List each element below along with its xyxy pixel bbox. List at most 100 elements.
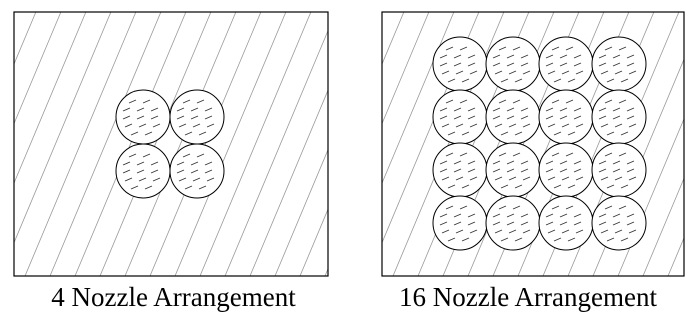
hatch-line <box>274 148 328 276</box>
nozzle-dash <box>453 62 462 67</box>
nozzle-dash <box>614 123 623 128</box>
nozzle-dash <box>461 78 470 83</box>
nozzle-dash <box>138 123 147 128</box>
hatched-circle-icon <box>485 36 541 92</box>
nozzle-dash <box>178 177 187 182</box>
nozzle-dash <box>604 205 613 210</box>
nozzle-dash <box>176 161 185 166</box>
nozzle-dash <box>612 107 621 112</box>
nozzle-dash <box>612 62 621 67</box>
hatch-line <box>382 12 430 125</box>
nozzle-dash <box>204 107 213 112</box>
nozzle-dash <box>567 184 576 189</box>
hatched-circle-icon <box>538 89 594 145</box>
nozzle-dash <box>196 99 205 104</box>
nozzle-dash <box>628 123 637 128</box>
nozzle-dash <box>130 185 139 190</box>
nozzle-circle <box>538 89 594 145</box>
nozzle-circle <box>485 89 541 145</box>
nozzle-circle <box>485 195 541 251</box>
nozzle-dash <box>500 131 509 136</box>
hatch-line <box>324 267 328 276</box>
nozzle-dash <box>124 177 133 182</box>
nozzle-dash <box>128 153 137 158</box>
nozzle-dash <box>441 229 450 234</box>
nozzle-dash <box>545 168 554 173</box>
nozzle-dash <box>575 229 584 234</box>
nozzle-dash <box>506 221 515 226</box>
nozzle-dash <box>142 99 151 104</box>
nozzle-dash <box>606 184 615 189</box>
nozzle-dash <box>445 99 454 104</box>
nozzle-dash <box>459 46 468 51</box>
nozzle-dash <box>142 153 151 158</box>
nozzle-dash <box>176 115 185 120</box>
hatch-line <box>149 12 262 276</box>
nozzle-dash <box>522 70 531 75</box>
nozzle-dash <box>551 46 560 51</box>
hatch-line <box>118 12 229 276</box>
nozzle-dash <box>606 237 615 242</box>
nozzle-dash <box>551 99 560 104</box>
nozzle-dash <box>445 205 454 210</box>
nozzle-dash <box>514 184 523 189</box>
nozzle-dash <box>467 160 476 165</box>
nozzle-dash <box>598 115 607 120</box>
nozzle-dash <box>522 229 531 234</box>
nozzle-dash <box>626 115 635 120</box>
nozzle-dash <box>138 177 147 182</box>
nozzle-dash <box>469 123 478 128</box>
hatched-circle-icon <box>591 36 647 92</box>
nozzle-dash <box>198 131 207 136</box>
hatch-line <box>74 12 187 276</box>
nozzle-dash <box>626 54 635 59</box>
caption-4-nozzle-arrangement: 4 Nozzle Arrangement <box>51 282 296 312</box>
nozzle-dash <box>520 54 529 59</box>
hatched-circle-icon <box>485 89 541 145</box>
hatched-circle-icon <box>432 36 488 92</box>
hatched-circle-icon <box>169 89 225 145</box>
background-hatching <box>14 12 328 276</box>
hatch-line <box>14 12 112 244</box>
nozzle-dash <box>136 169 145 174</box>
nozzle-dash <box>559 221 568 226</box>
nozzle-dash <box>461 131 470 136</box>
nozzle-dash <box>198 185 207 190</box>
nozzle-dash <box>492 213 501 218</box>
nozzle-dash <box>494 176 503 181</box>
nozzle-dash <box>453 107 462 112</box>
nozzle-dash <box>551 152 560 157</box>
hatch-line <box>14 12 87 185</box>
nozzle-dash <box>447 131 456 136</box>
nozzle-dash <box>190 169 199 174</box>
nozzle-dash <box>506 115 515 120</box>
nozzle-dash <box>553 78 562 83</box>
nozzle-dash <box>561 176 570 181</box>
nozzle-dash <box>559 115 568 120</box>
nozzle-dash <box>612 221 621 226</box>
nozzle-dash <box>561 123 570 128</box>
nozzle-circle <box>591 142 647 198</box>
nozzle-dash <box>124 123 133 128</box>
nozzle-dash <box>545 62 554 67</box>
nozzle-dash <box>612 213 621 218</box>
nozzle-circle <box>591 195 647 251</box>
nozzle-dash <box>559 62 568 67</box>
hatch-line <box>14 12 37 66</box>
nozzle-dash <box>567 131 576 136</box>
nozzle-dash <box>455 123 464 128</box>
nozzle-dash <box>618 205 627 210</box>
nozzle-dash <box>626 168 635 173</box>
nozzle-dash <box>573 168 582 173</box>
nozzle-dash <box>626 160 635 165</box>
hatch-line <box>199 12 312 276</box>
nozzle-dash <box>628 229 637 234</box>
nozzle-dash <box>573 213 582 218</box>
nozzle-circle <box>538 195 594 251</box>
nozzle-dash <box>506 160 515 165</box>
nozzle-dash <box>447 184 456 189</box>
nozzle-dash <box>467 62 476 67</box>
nozzle-dash <box>506 62 515 67</box>
hatch-line <box>24 12 137 276</box>
nozzle-dash <box>439 107 448 112</box>
